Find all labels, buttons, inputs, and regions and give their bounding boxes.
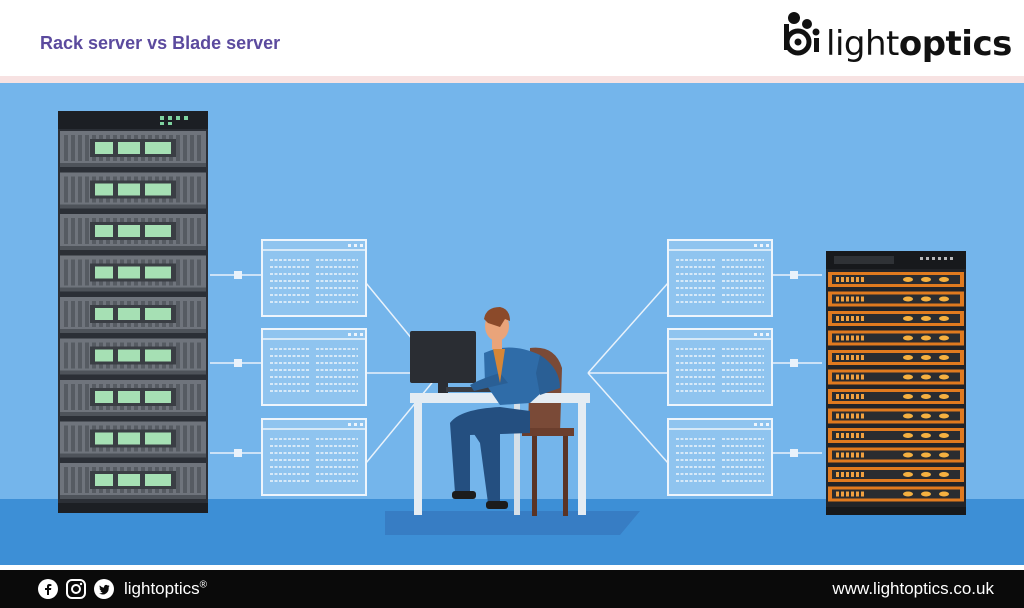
blade-unit	[828, 272, 964, 287]
illustration-scene	[0, 83, 1024, 565]
page-title: Rack server vs Blade server	[40, 33, 281, 53]
facebook-icon[interactable]	[38, 579, 58, 599]
rack-unit	[60, 463, 206, 499]
rack-unit	[60, 131, 206, 167]
person-at-desk	[410, 307, 590, 516]
blade-unit	[828, 486, 964, 502]
blade-unit	[828, 311, 964, 326]
window-panel	[261, 328, 367, 406]
logo-mark-icon	[784, 12, 820, 56]
footer: lightoptics® www.lightoptics.co.uk	[0, 570, 1024, 608]
rack-unit	[60, 172, 206, 209]
window-panel	[667, 418, 773, 496]
window-panel	[261, 418, 367, 496]
instagram-icon[interactable]	[66, 579, 86, 599]
rack-unit	[60, 338, 206, 375]
right-connector-nodes	[790, 271, 798, 457]
rack-unit	[60, 255, 206, 292]
footer-brand: lightoptics®	[124, 579, 207, 598]
window-panel	[667, 328, 773, 406]
blade-unit	[828, 428, 964, 443]
rack-unit	[60, 214, 206, 250]
monitor	[410, 331, 476, 383]
left-connector-nodes	[234, 271, 242, 457]
blade-server	[826, 251, 966, 515]
rack-unit	[60, 380, 206, 416]
blade-unit	[828, 350, 964, 365]
twitter-icon[interactable]	[94, 579, 114, 599]
blade-unit	[828, 447, 964, 463]
lightoptics-logo[interactable]: lightoptics	[780, 10, 1012, 66]
blade-unit	[828, 369, 964, 385]
floor-rug	[385, 511, 640, 535]
header-divider	[0, 76, 1024, 83]
footer-gap	[0, 565, 1024, 570]
blade-unit	[828, 330, 964, 346]
blade-unit	[828, 408, 964, 424]
window-panel	[261, 239, 367, 317]
blade-unit	[828, 291, 964, 307]
rack-unit	[60, 421, 206, 458]
window-panel	[667, 239, 773, 317]
header: Rack server vs Blade server lightoptics	[0, 0, 1024, 76]
website-link[interactable]: www.lightoptics.co.uk	[832, 579, 994, 598]
social-links	[38, 579, 114, 599]
logo-wordmark: lightoptics	[826, 24, 1012, 64]
rack-unit	[60, 297, 206, 333]
scene-svg	[0, 111, 1024, 565]
rack-server	[58, 111, 208, 513]
blade-unit	[828, 389, 964, 404]
blade-unit	[828, 467, 964, 482]
